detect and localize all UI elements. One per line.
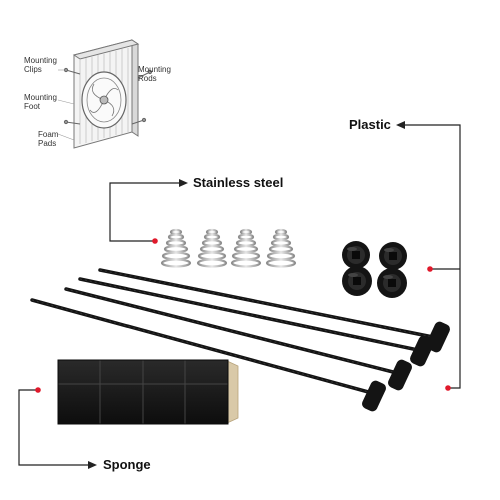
spring-3 — [230, 228, 262, 268]
clip-3 — [342, 266, 372, 296]
plastic-clips — [342, 241, 407, 298]
rod-3 — [64, 287, 412, 391]
clip-1 — [342, 241, 370, 269]
spring-2 — [196, 228, 228, 268]
spring-1 — [160, 228, 192, 268]
spring-4 — [265, 228, 297, 268]
rod-4 — [30, 298, 386, 412]
arrow-left-icon — [88, 121, 405, 469]
radiator-diagram — [57, 39, 153, 149]
foam-pads — [57, 359, 239, 425]
spring-parts — [160, 228, 297, 268]
callout-dot-icon — [35, 238, 451, 393]
sponge-label: Sponge — [103, 457, 151, 472]
clip-4 — [377, 268, 407, 298]
stainless-steel-label: Stainless steel — [193, 175, 284, 190]
mounting-rods — [30, 268, 450, 412]
clip-2 — [379, 242, 407, 270]
rod-2 — [78, 277, 434, 367]
plastic-label: Plastic — [349, 117, 391, 132]
callout-lines — [18, 124, 461, 466]
